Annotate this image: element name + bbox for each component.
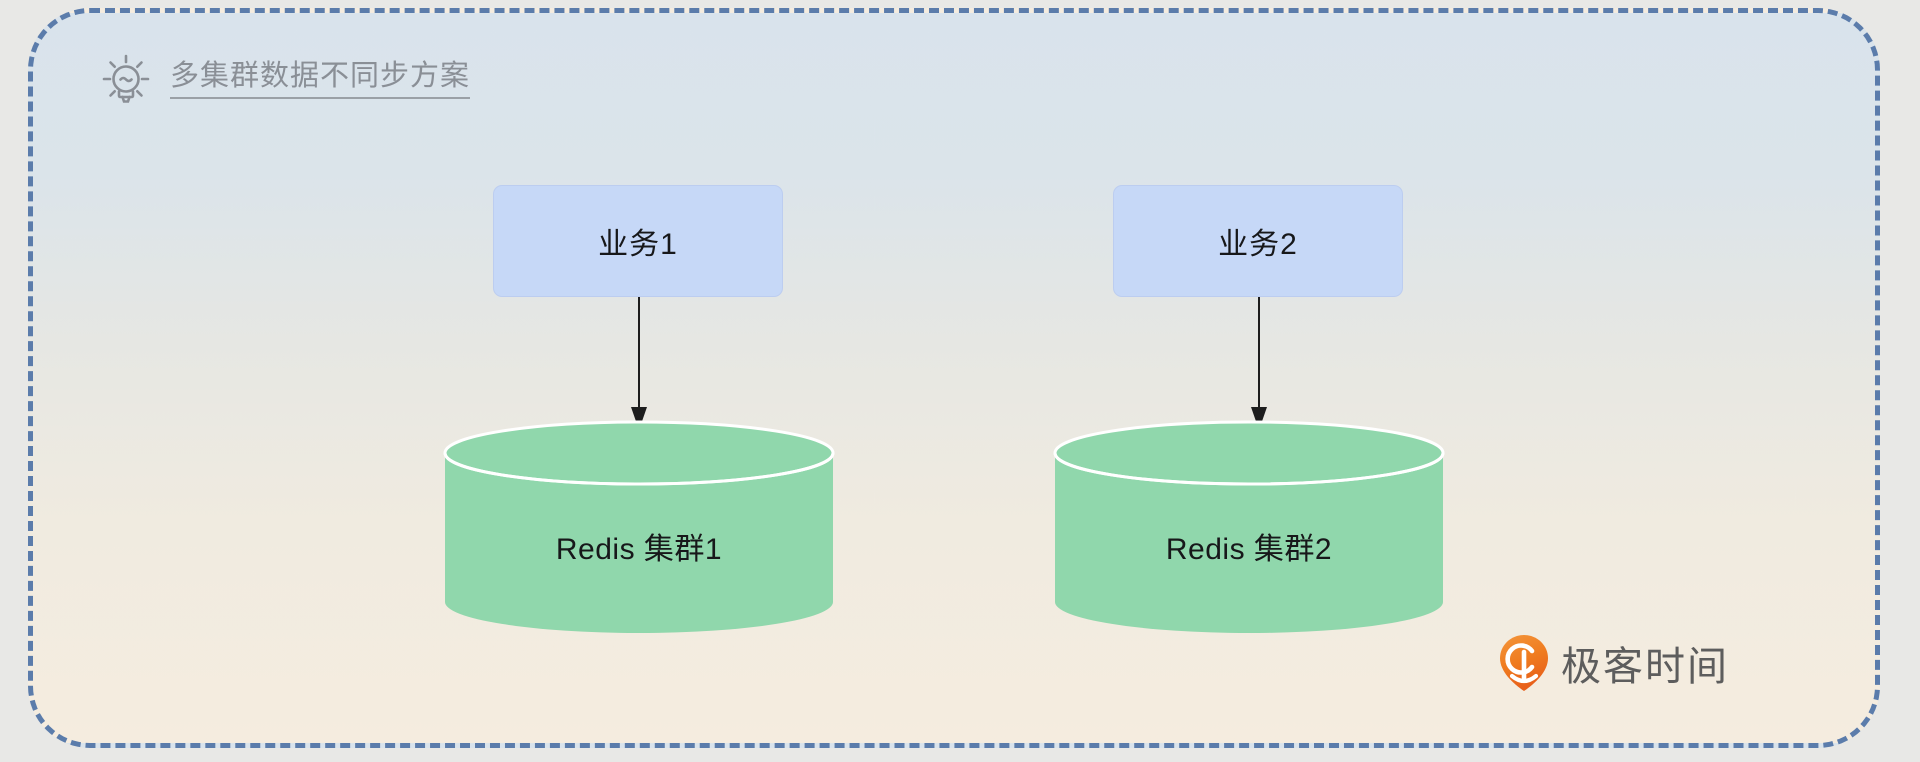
lightbulb-icon — [102, 54, 150, 103]
cylinder-shape — [443, 420, 835, 633]
arrow-business1-to-redis1 — [631, 297, 647, 430]
geektime-watermark: 极客时间 — [1499, 634, 1729, 692]
page-title: 多集群数据不同步方案 — [170, 60, 471, 99]
arrow-business2-to-redis2 — [1251, 297, 1267, 430]
node-business-2[interactable]: 业务2 — [1113, 185, 1403, 297]
dashed-container-frame — [28, 8, 1880, 748]
diagram-title-row: 多集群数据不同步方案 — [100, 52, 471, 108]
node-redis-cluster-2[interactable]: Redis 集群2 — [1053, 420, 1445, 635]
cylinder-shape — [1053, 420, 1445, 633]
geektime-wordmark: 极客时间 — [1561, 645, 1729, 689]
node-label: 业务1 — [598, 228, 678, 261]
node-label: 业务2 — [1218, 228, 1298, 261]
node-business-1[interactable]: 业务1 — [493, 185, 783, 297]
node-redis-cluster-1[interactable]: Redis 集群1 — [443, 420, 835, 635]
geektime-pin-icon — [1500, 635, 1548, 691]
